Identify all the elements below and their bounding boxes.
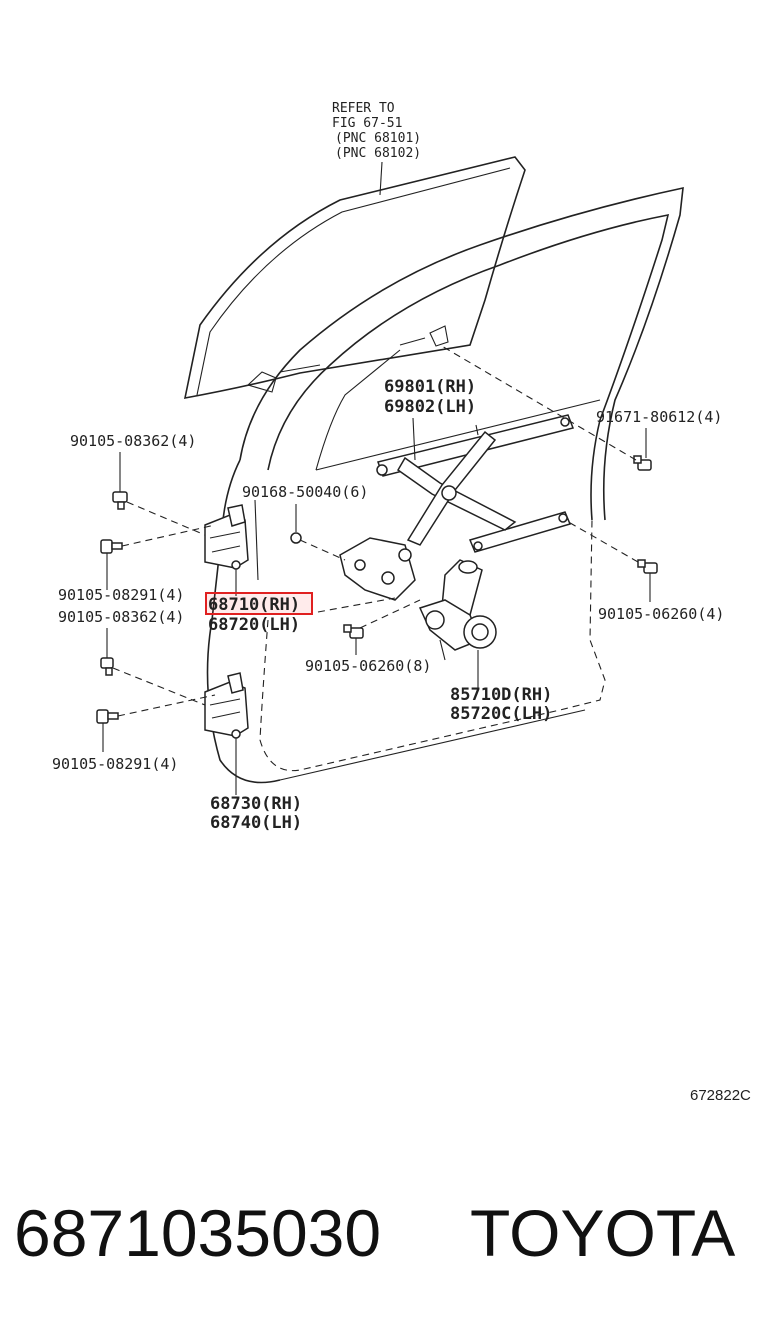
refer-line-2: FIG 67-51 bbox=[332, 116, 402, 131]
leader-glass bbox=[379, 161, 383, 196]
label-90105-08362-top: 90105-08362(4) bbox=[70, 432, 196, 450]
label-90168: 90168-50040(6) bbox=[242, 483, 368, 501]
bolt-mid-06260 bbox=[343, 624, 364, 639]
dash-hinge-to-regulator bbox=[317, 597, 396, 613]
label-68740: 68740(LH) bbox=[210, 813, 302, 833]
dash-bolt-upper-mid bbox=[121, 524, 216, 547]
upper-hinge bbox=[204, 504, 249, 570]
footer-part-number: 6871035030 bbox=[14, 1196, 381, 1270]
bolt-upper-mid bbox=[100, 539, 123, 554]
bolt-right-06260 bbox=[637, 559, 658, 574]
bolt-91671 bbox=[633, 455, 652, 471]
label-90105-08291-bot: 90105-08291(4) bbox=[52, 755, 178, 773]
figure-code: 672822C bbox=[690, 1087, 751, 1104]
label-90105-06260-mid: 90105-06260(8) bbox=[305, 657, 431, 675]
lower-hinge bbox=[204, 672, 249, 739]
label-91671: 91671-80612(4) bbox=[596, 408, 722, 426]
label-68710: 68710(RH) bbox=[208, 595, 300, 615]
leader-regulator bbox=[412, 417, 416, 461]
dash-bolt-bottom-left bbox=[117, 694, 216, 717]
refer-line-1: REFER TO bbox=[332, 101, 395, 116]
dash-bolt-top-left bbox=[126, 501, 206, 536]
label-90105-08291-top: 90105-08291(4) bbox=[58, 586, 184, 604]
refer-line-4: (PNC 68102) bbox=[335, 146, 421, 161]
label-68730: 68730(RH) bbox=[210, 794, 302, 814]
dash-screw-90168 bbox=[299, 539, 346, 561]
label-90105-08362-mid: 90105-08362(4) bbox=[58, 608, 184, 626]
regulator-motor bbox=[418, 559, 497, 661]
highlight-68710 bbox=[205, 592, 313, 615]
label-85720c: 85720C(LH) bbox=[450, 704, 552, 724]
label-69802: 69802(LH) bbox=[384, 397, 476, 417]
window-regulator bbox=[339, 414, 575, 601]
door-glass bbox=[183, 156, 526, 399]
screw-90168 bbox=[290, 532, 302, 544]
bolt-bottom-left bbox=[96, 709, 119, 724]
bolt-top-left bbox=[112, 491, 128, 510]
label-68720: 68720(LH) bbox=[208, 615, 300, 635]
refer-line-3: (PNC 68101) bbox=[335, 131, 421, 146]
bolt-lower-left bbox=[100, 657, 114, 676]
label-90105-06260-right: 90105-06260(4) bbox=[598, 605, 724, 623]
dash-bolt-right-06260 bbox=[564, 519, 639, 563]
door-frame bbox=[206, 186, 684, 784]
dash-bolt-lower-left bbox=[112, 667, 206, 706]
footer-brand: TOYOTA bbox=[470, 1196, 735, 1270]
label-85710d: 85710D(RH) bbox=[450, 685, 552, 705]
dash-bolt-91671 bbox=[439, 344, 637, 461]
dash-bolt-mid-06260 bbox=[359, 599, 421, 629]
label-69801: 69801(RH) bbox=[384, 377, 476, 397]
